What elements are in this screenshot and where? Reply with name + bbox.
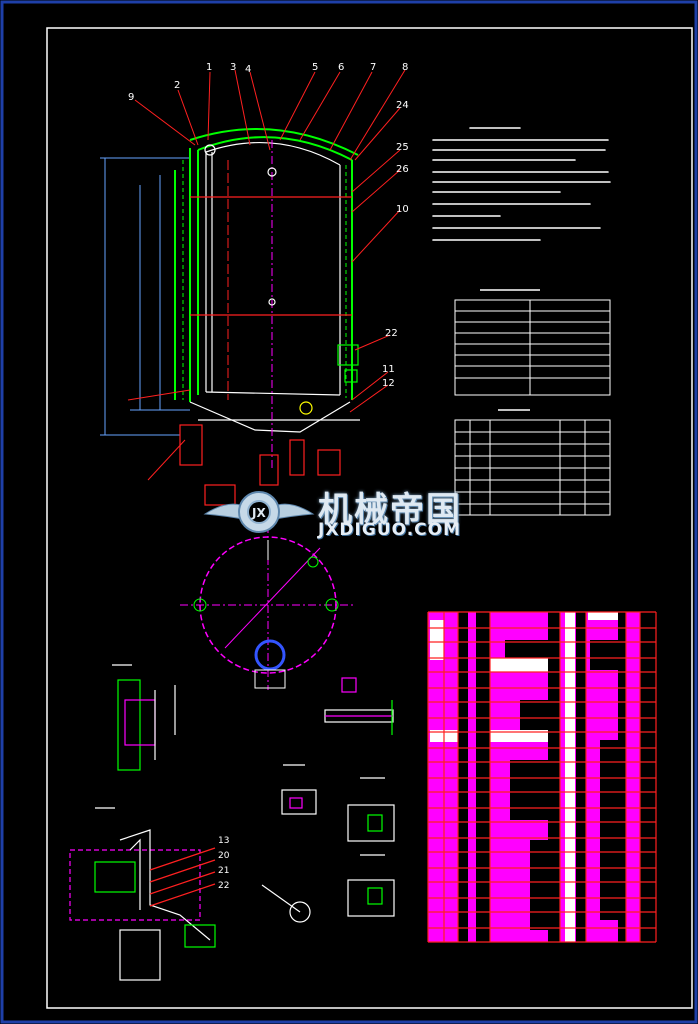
svg-text:JX: JX — [251, 506, 266, 520]
vessel-inner-liner — [189, 141, 360, 433]
nozzle-table — [454, 409, 611, 516]
detail-flange-section — [324, 677, 394, 735]
balloon-12: 12 — [382, 378, 395, 389]
balloon-5: 5 — [312, 62, 318, 73]
balloon-8: 8 — [402, 62, 408, 73]
detail-balloons: 13 20 21 22 — [218, 836, 230, 891]
watermark: JX 机械帝国 JXDIGUO.COM — [200, 478, 500, 548]
balloon-11: 11 — [382, 364, 395, 375]
balloon-10: 10 — [396, 204, 409, 215]
detail-section-lower-left — [69, 807, 216, 981]
vessel-shell — [174, 128, 359, 402]
technical-notes-block — [432, 127, 611, 241]
balloon-2: 2 — [174, 80, 180, 91]
balloon-3: 3 — [230, 62, 236, 73]
design-data-table — [454, 289, 611, 396]
vessel-plan-view — [180, 525, 355, 690]
balloon-labels-right: 24 25 26 10 22 11 12 — [382, 100, 409, 389]
balloon-labels-top: 1 2 3 4 5 6 7 8 9 — [128, 62, 408, 103]
detail-balloon-13: 13 — [218, 836, 229, 846]
leader-lines — [127, 69, 406, 481]
balloon-22: 22 — [385, 328, 398, 339]
detail-bracket-left — [112, 664, 176, 771]
balloon-9: 9 — [128, 92, 134, 103]
vessel-elevation-view: 1 2 3 4 5 6 7 8 9 24 25 26 10 22 11 12 — [100, 62, 409, 506]
detail-nozzle-sections — [261, 764, 395, 923]
balloon-6: 6 — [338, 62, 344, 73]
drawing-frame — [46, 27, 693, 1009]
gear-wings-logo-icon: JX — [203, 491, 315, 533]
detail-balloon-20: 20 — [218, 851, 230, 861]
watermark-title: 机械帝国 — [318, 490, 462, 530]
bill-of-materials-table — [427, 611, 657, 943]
balloon-1: 1 — [206, 62, 212, 73]
balloon-25: 25 — [396, 142, 409, 153]
dimension-lines — [100, 157, 190, 436]
balloon-4: 4 — [245, 64, 251, 75]
detail-balloon-22b: 22 — [218, 881, 229, 891]
balloon-24: 24 — [396, 100, 409, 111]
balloon-7: 7 — [370, 62, 376, 73]
balloon-26: 26 — [396, 164, 409, 175]
detail-balloon-21: 21 — [218, 866, 229, 876]
watermark-subtitle: JXDIGUO.COM — [318, 520, 462, 540]
